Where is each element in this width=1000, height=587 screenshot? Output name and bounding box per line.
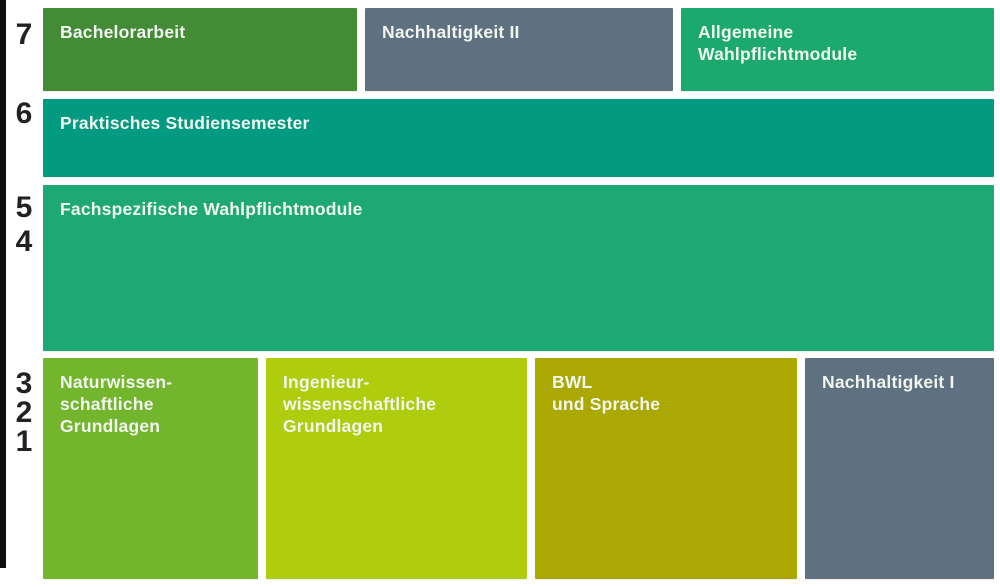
semester-number-6: 6 — [15, 97, 33, 130]
block-praktisches-studiensemester: Praktisches Studiensemester — [43, 99, 994, 177]
block-label-allgemeine-wahlpflichtmodule: Allgemeine Wahlpflichtmodule — [698, 22, 858, 64]
block-bachelorarbeit: Bachelorarbeit — [43, 8, 357, 91]
block-ingenieurwissenschaftliche-grundlagen: Ingenieur- wissenschaftliche Grundlagen — [266, 358, 527, 579]
block-label-nachhaltigkeit-2: Nachhaltigkeit II — [382, 22, 520, 42]
block-bwl-und-sprache: BWL und Sprache — [535, 358, 797, 579]
block-label-bwl-und-sprache: BWL und Sprache — [552, 372, 661, 414]
block-label-naturwissenschaftliche-grundlagen: Naturwissen- schaftliche Grundlagen — [60, 372, 173, 436]
semester-number-5: 5 — [15, 191, 33, 224]
semester-number-1: 1 — [15, 425, 33, 458]
semester-number-4: 4 — [15, 225, 33, 258]
block-label-fachspezifische-wahlpflichtmodule: Fachspezifische Wahlpflichtmodule — [60, 199, 363, 219]
block-nachhaltigkeit-2: Nachhaltigkeit II — [365, 8, 673, 91]
semester-number-7: 7 — [15, 18, 33, 51]
block-label-ingenieurwissenschaftliche-grundlagen: Ingenieur- wissenschaftliche Grundlagen — [283, 372, 437, 436]
block-fachspezifische-wahlpflichtmodule: Fachspezifische Wahlpflichtmodule — [43, 185, 994, 351]
block-nachhaltigkeit-1: Nachhaltigkeit I — [805, 358, 994, 579]
semester-number-3: 3 — [15, 367, 33, 400]
block-label-praktisches-studiensemester: Praktisches Studiensemester — [60, 113, 310, 133]
block-allgemeine-wahlpflichtmodule: Allgemeine Wahlpflichtmodule — [681, 8, 994, 91]
block-naturwissenschaftliche-grundlagen: Naturwissen- schaftliche Grundlagen — [43, 358, 258, 579]
semester-number-2: 2 — [15, 396, 33, 429]
block-label-nachhaltigkeit-1: Nachhaltigkeit I — [822, 372, 955, 392]
left-edge-border — [0, 0, 6, 568]
block-label-bachelorarbeit: Bachelorarbeit — [60, 22, 186, 42]
